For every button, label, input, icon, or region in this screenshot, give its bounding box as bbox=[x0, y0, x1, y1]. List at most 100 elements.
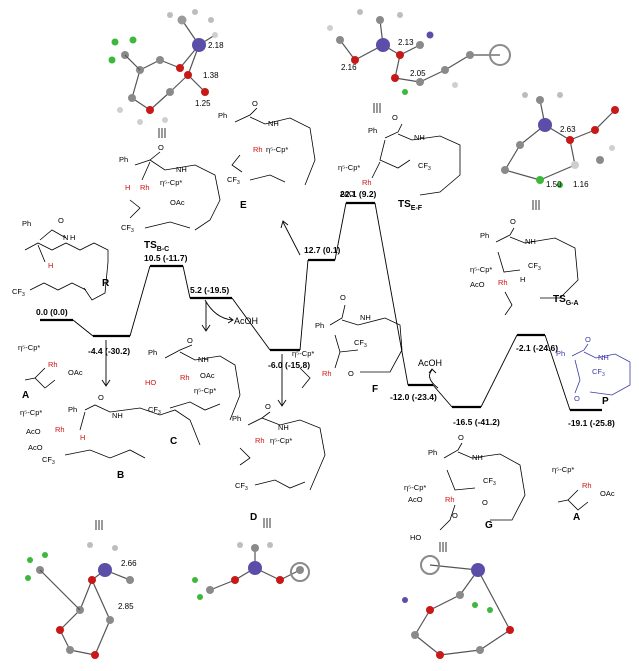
profile-connectors bbox=[72, 202, 571, 411]
chem-AcO: AcO bbox=[26, 427, 41, 436]
chem-Ph: Ph bbox=[368, 126, 377, 135]
chem-Cp: η⁵-Cp* bbox=[552, 465, 574, 474]
chem-H-red: H bbox=[125, 183, 130, 192]
distance-label: 2.13 bbox=[398, 38, 414, 47]
energy-A: -4.4 (-30.2) bbox=[88, 346, 130, 356]
chem-OAc: OAc bbox=[170, 198, 185, 207]
chem-Ph: Ph bbox=[232, 414, 241, 423]
chem-Ph: Ph bbox=[119, 155, 128, 164]
chem-CF3: CF3 bbox=[42, 455, 55, 466]
chem-NH: NH bbox=[278, 423, 289, 432]
molecule-3d-g bbox=[402, 555, 514, 659]
energy-TS-EF: 22.1 (9.2) bbox=[340, 189, 377, 199]
chem-CF3: CF3 bbox=[528, 261, 541, 272]
label-B: B bbox=[117, 470, 124, 481]
energy-C: 5.2 (-19.5) bbox=[190, 285, 229, 295]
chem-Ph: Ph bbox=[22, 219, 31, 228]
chem-AcO: AcO bbox=[408, 495, 423, 504]
structure-P: Ph O NH CF3 O P bbox=[556, 335, 631, 407]
structure-F: Ph O NH η⁵-Cp* CF3 Rh O F bbox=[292, 293, 403, 395]
chem-O: O bbox=[265, 402, 271, 411]
distance-label: 2.85 bbox=[118, 602, 134, 611]
chem-OAc: OAc bbox=[68, 368, 83, 377]
distance-label: 1.25 bbox=[195, 99, 211, 108]
chem-CF3-blue: CF3 bbox=[592, 367, 605, 378]
chem-Rh: Rh bbox=[140, 183, 150, 192]
distance-label: 2.05 bbox=[410, 69, 426, 78]
chem-AcO: AcO bbox=[340, 189, 355, 198]
chem-CF3: CF3 bbox=[227, 175, 240, 186]
chem-Rh: Rh bbox=[55, 425, 65, 434]
chem-Cp: η⁵-Cp* bbox=[404, 483, 426, 492]
chem-Ph: Ph bbox=[428, 448, 437, 457]
chem-O: O bbox=[252, 99, 258, 108]
label-A-right: A bbox=[573, 512, 580, 523]
structure-D: Ph O NH Rh η⁵-Cp* CF3 D bbox=[232, 402, 326, 523]
chem-O: O bbox=[340, 293, 346, 302]
chem-Ph: Ph bbox=[480, 231, 489, 240]
structure-B: η⁵-Cp* Ph O NH AcO Rh AcO H CF3 B bbox=[20, 393, 201, 481]
distance-label: 2.66 bbox=[121, 559, 137, 568]
energy-P: -19.1 (-25.8) bbox=[568, 418, 615, 428]
chem-CF3: CF3 bbox=[418, 161, 431, 172]
energy-G: -16.5 (-41.2) bbox=[453, 417, 500, 427]
chem-Cp: η⁵-Cp* bbox=[160, 178, 182, 187]
chem-Cp: η⁵-Cp* bbox=[270, 436, 292, 445]
chem-Cp: η⁵-Cp* bbox=[20, 408, 42, 417]
chem-O: O bbox=[510, 217, 516, 226]
chem-NH-blue: NH bbox=[598, 353, 609, 362]
chem-Cp: η⁵-Cp* bbox=[470, 265, 492, 274]
structure-A: η⁵-Cp* Rh OAc A bbox=[18, 343, 83, 401]
label-TS-EF: TSE-F bbox=[398, 199, 423, 212]
label-F: F bbox=[372, 384, 378, 395]
energy-values: 0.0 (0.0) -4.4 (-30.2) 10.5 (-11.7) 5.2 … bbox=[36, 189, 615, 428]
distance-label: 1.16 bbox=[573, 180, 589, 189]
chem-OH-red: HO bbox=[145, 378, 156, 387]
chem-CF3: CF3 bbox=[121, 223, 134, 234]
chem-Ph: Ph bbox=[68, 405, 77, 414]
chem-NH: NH bbox=[268, 119, 279, 128]
chem-H: H bbox=[70, 233, 75, 242]
distance-label: 2.63 bbox=[560, 125, 576, 134]
label-R: R bbox=[102, 278, 110, 289]
chem-Ph: Ph bbox=[148, 348, 157, 357]
molecule-3d-d bbox=[192, 542, 310, 600]
molecule-3d-ts-ef: 2.13 2.16 2.05 bbox=[327, 9, 511, 95]
chem-O: O bbox=[348, 369, 354, 378]
label-TS-GA: TSG-A bbox=[553, 294, 579, 307]
structure-A-regenerated: η⁵-Cp* Rh OAc A bbox=[552, 465, 615, 523]
energy-TS-GA: -2.1 (-24.6) bbox=[516, 343, 558, 353]
label-P: P bbox=[602, 396, 609, 407]
structure-TS-GA: Ph O NH η⁵-Cp* CF3 AcO Rh H TSG-A bbox=[470, 217, 579, 316]
chem-Rh: Rh bbox=[582, 481, 592, 490]
label-A: A bbox=[22, 390, 29, 401]
structure-G: Ph O NH η⁵-Cp* CF3 AcO Rh O HO O G bbox=[404, 433, 526, 542]
chem-CF3: CF3 bbox=[148, 405, 161, 416]
molecule-3d-ts-bc: 2.18 1.38 1.25 bbox=[108, 9, 224, 125]
resonance-marks bbox=[95, 103, 540, 552]
chem-H: H bbox=[520, 275, 525, 284]
molecule-3d-b: 2.66 2.85 bbox=[25, 542, 137, 659]
acoh-label-2: AcOH bbox=[418, 358, 442, 368]
label-C: C bbox=[170, 436, 177, 447]
chem-NH: NH bbox=[360, 313, 371, 322]
chem-NH: NH bbox=[112, 411, 123, 420]
chem-CF3: CF3 bbox=[483, 476, 496, 487]
chem-Ph-blue: Ph bbox=[556, 349, 565, 358]
chem-Cp: η⁵-Cp* bbox=[292, 349, 314, 358]
chem-O-blue: O bbox=[574, 394, 580, 403]
chem-N: N bbox=[63, 233, 68, 242]
chem-Cp: η⁵-Cp* bbox=[194, 386, 216, 395]
label-TS-BC: TSB-C bbox=[144, 240, 169, 253]
chem-O: O bbox=[98, 393, 104, 402]
chem-AcO: AcO bbox=[470, 280, 485, 289]
chem-O: O bbox=[58, 216, 64, 225]
chem-Rh: Rh bbox=[445, 495, 455, 504]
acoh-arrows: AcOH AcOH bbox=[204, 299, 442, 389]
structure-R: Ph O N H H CF3 R bbox=[12, 216, 110, 301]
structure-TS-BC: Ph O NH H Rh η⁵-Cp* OAc CF3 TSB-C bbox=[119, 143, 221, 253]
chem-Rh: Rh bbox=[255, 436, 265, 445]
energy-R: 0.0 (0.0) bbox=[36, 307, 68, 317]
chem-Rh: Rh bbox=[180, 373, 190, 382]
structure-E: Ph O NH Rh η⁵-Cp* CF3 E bbox=[218, 99, 316, 211]
